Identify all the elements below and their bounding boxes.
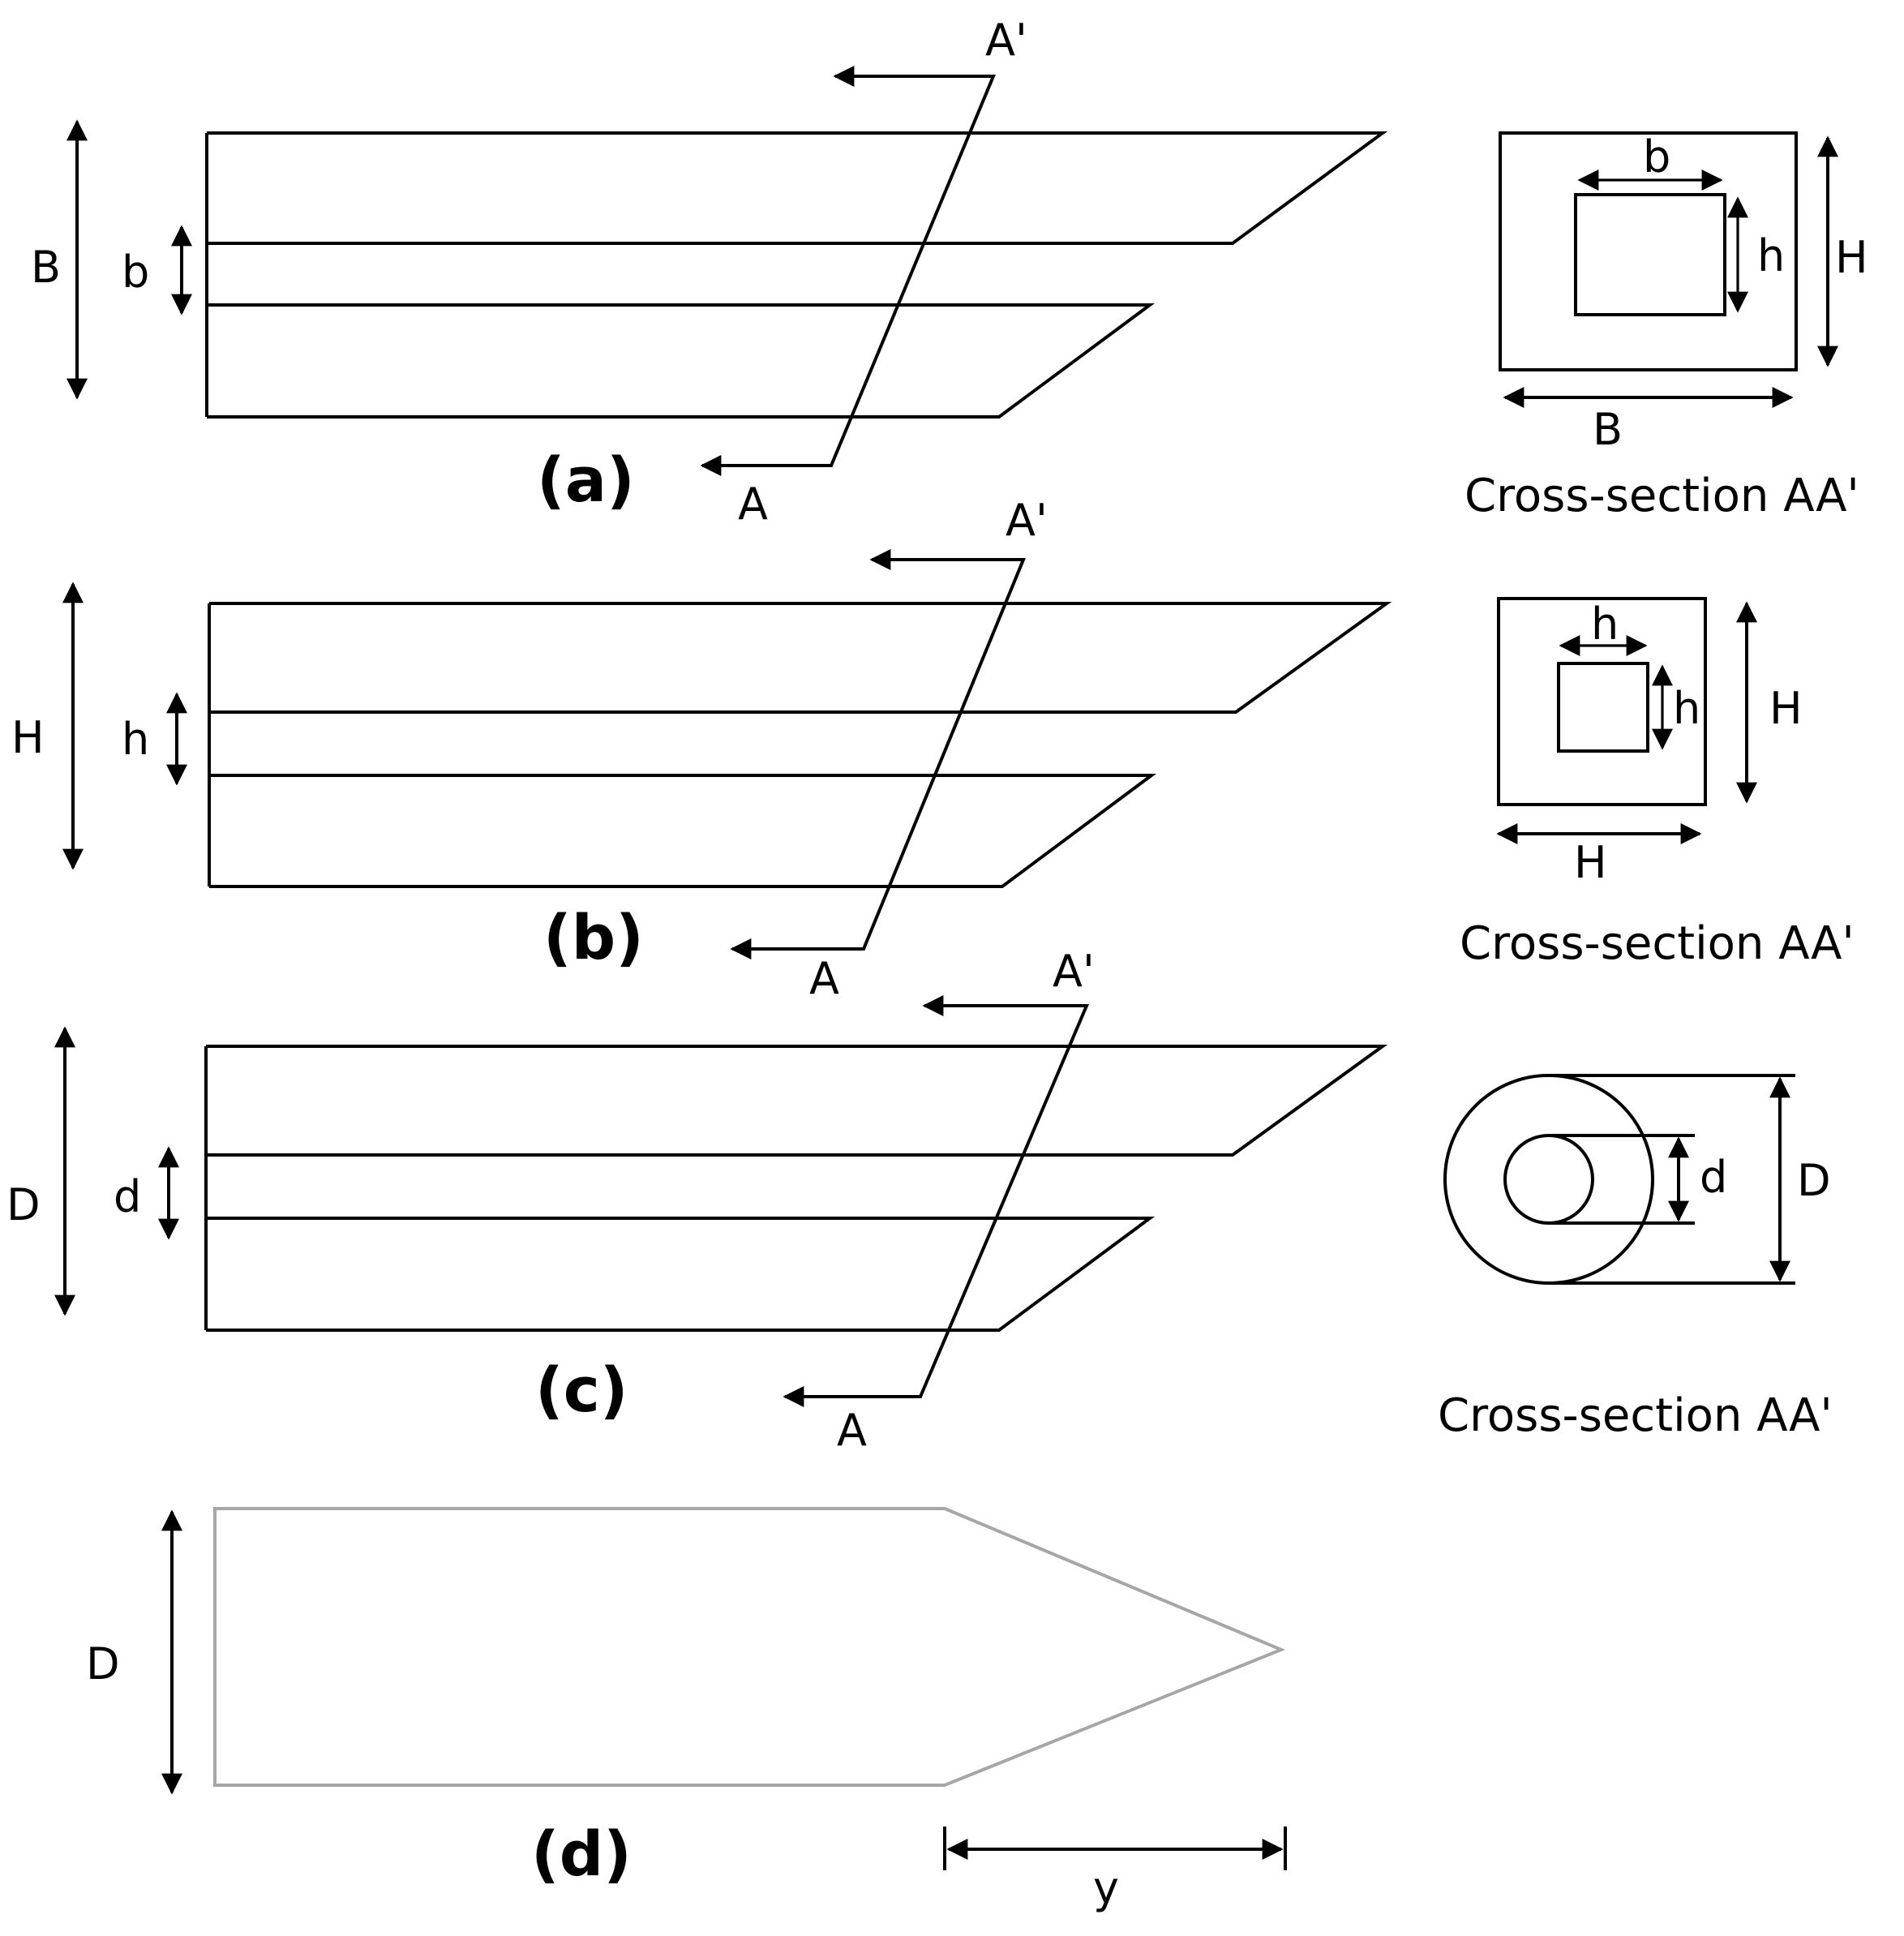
panel-label-a: (a)	[537, 444, 635, 516]
panel-label-d: (d)	[531, 1818, 632, 1890]
section-c-caption: Cross-section AA'	[1438, 1389, 1833, 1442]
section-b-label-H: H	[1769, 683, 1803, 734]
dim-label-b: b	[122, 247, 149, 298]
section-line-b	[738, 549, 1026, 951]
dim-label-B: B	[31, 242, 61, 293]
section-b-inner	[1557, 662, 1649, 753]
section-c-outer-circle	[1443, 1074, 1654, 1285]
section-a-outer	[1499, 131, 1798, 371]
section-a-inner	[1574, 193, 1726, 316]
section-c: d D Cross-section AA'	[1438, 1074, 1833, 1442]
section-label-a-start: A	[738, 479, 768, 530]
section-label-b-end: A'	[1006, 495, 1048, 546]
section-c-inner-circle	[1503, 1134, 1594, 1225]
panel-a: B b A A' (a)	[31, 15, 1388, 530]
section-a-label-h: h	[1757, 230, 1785, 281]
section-b-outer	[1497, 597, 1707, 806]
section-a-label-B: B	[1593, 404, 1623, 455]
section-line-c	[791, 995, 1090, 1398]
section-a-caption: Cross-section AA'	[1464, 470, 1859, 522]
dim-label-d: d	[114, 1171, 141, 1222]
section-line-a	[710, 66, 996, 467]
dim-label-H: H	[11, 712, 45, 763]
section-b-label-Hw: H	[1574, 837, 1607, 888]
section-c-label-D: D	[1797, 1155, 1831, 1206]
panel-c-outer-bottom	[206, 1217, 1156, 1332]
section-label-b-start: A	[809, 953, 839, 1004]
panel-a-outer-top	[207, 131, 1388, 245]
section-label-a-end: A'	[985, 15, 1027, 66]
panel-c-outer-top	[206, 1045, 1388, 1157]
section-b-caption: Cross-section AA'	[1460, 917, 1855, 970]
dim-label-D-d: D	[86, 1638, 120, 1689]
panel-b-outer-bottom	[209, 774, 1157, 888]
dim-label-D: D	[6, 1179, 41, 1230]
panel-d: D y (d)	[86, 1507, 1287, 1913]
panel-b-outer-top	[209, 602, 1392, 714]
section-a-label-b: b	[1643, 131, 1670, 182]
panel-label-b: (b)	[543, 901, 644, 973]
section-a: b h H B Cross-section AA'	[1464, 131, 1868, 522]
dim-label-y: y	[1093, 1862, 1119, 1913]
section-b-label-hh: h	[1673, 683, 1700, 734]
section-label-c-start: A	[837, 1405, 867, 1456]
panel-d-outline	[213, 1507, 1286, 1787]
panel-label-c: (c)	[535, 1354, 628, 1426]
panel-a-outer-bottom	[207, 303, 1156, 419]
section-b-label-hw: h	[1591, 599, 1619, 650]
section-b: h h H H Cross-section AA'	[1460, 597, 1855, 970]
panel-c: D d A A' (c)	[6, 946, 1388, 1456]
panel-b: H h A A' (b)	[11, 495, 1392, 1004]
section-a-label-H: H	[1835, 232, 1868, 283]
section-label-c-end: A'	[1053, 946, 1095, 997]
dim-label-h: h	[122, 714, 149, 765]
section-c-label-d: d	[1700, 1152, 1727, 1203]
